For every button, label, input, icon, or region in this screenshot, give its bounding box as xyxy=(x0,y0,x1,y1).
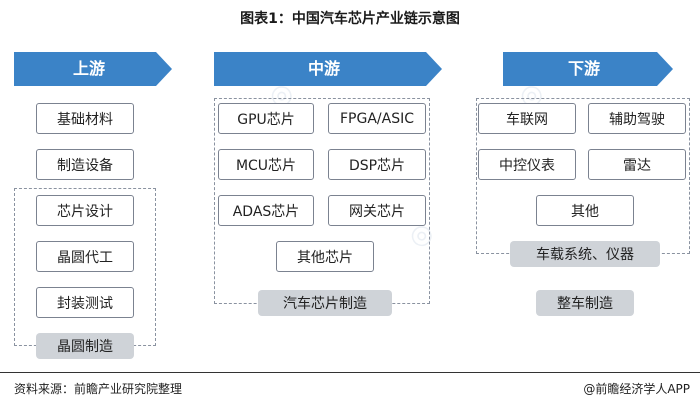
downstream-group-label: 车载系统、仪器 xyxy=(510,241,660,267)
upstream-item: 制造设备 xyxy=(36,149,134,180)
downstream-final-label: 整车制造 xyxy=(536,290,634,316)
midstream-item: MCU芯片 xyxy=(218,149,314,180)
midstream-item: FPGA/ASIC xyxy=(328,103,426,134)
downstream-item: 辅助驾驶 xyxy=(588,103,686,134)
midstream-item: 网关芯片 xyxy=(328,195,426,226)
upstream-group-label: 晶圆制造 xyxy=(36,333,134,359)
arrow-right-icon xyxy=(214,52,442,86)
midstream-item: DSP芯片 xyxy=(328,149,426,180)
midstream-item: GPU芯片 xyxy=(218,103,314,134)
downstream-item: 雷达 xyxy=(588,149,686,180)
footer-source: 资料来源：前瞻产业研究院整理 xyxy=(14,382,183,396)
footer-brand: @前瞻经济学人APP xyxy=(583,382,690,396)
page-title: 图表1：中国汽车芯片产业链示意图 xyxy=(240,11,460,27)
downstream-item: 车联网 xyxy=(478,103,576,134)
midstream-item: 其他芯片 xyxy=(276,241,374,272)
downstream-header: 下游 xyxy=(503,52,673,86)
midstream-item: ADAS芯片 xyxy=(218,195,314,226)
footer-divider xyxy=(0,372,700,373)
upstream-group-item: 封装测试 xyxy=(36,287,134,318)
arrow-right-icon xyxy=(503,52,673,86)
downstream-item: 其他 xyxy=(536,195,634,226)
upstream-header: 上游 xyxy=(14,52,172,86)
upstream-group-item: 晶圆代工 xyxy=(36,241,134,272)
upstream-group-item: 芯片设计 xyxy=(36,195,134,226)
downstream-item: 中控仪表 xyxy=(478,149,576,180)
upstream-item: 基础材料 xyxy=(36,103,134,134)
arrow-right-icon xyxy=(14,52,172,86)
midstream-header: 中游 xyxy=(214,52,442,86)
midstream-group-label: 汽车芯片制造 xyxy=(258,290,392,316)
